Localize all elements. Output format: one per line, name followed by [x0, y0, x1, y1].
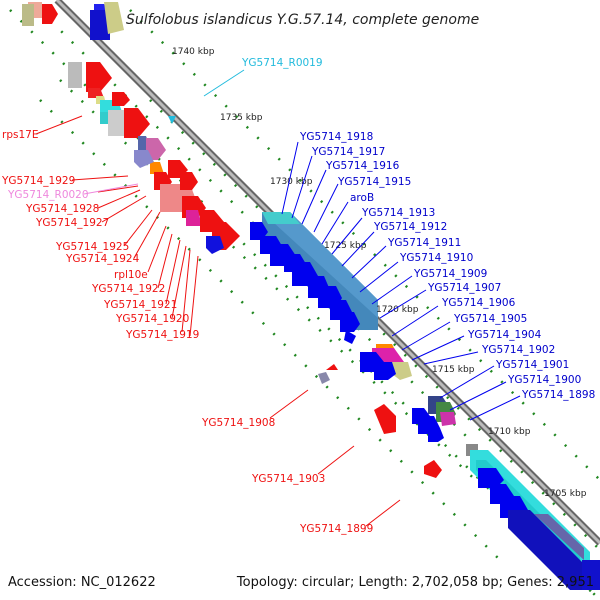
gene-reverse — [86, 62, 112, 92]
gene-forward — [262, 212, 300, 224]
gene-forward — [326, 364, 338, 370]
gene-forward — [134, 150, 154, 168]
label-1899: YG5714_1899 — [299, 523, 373, 535]
gene-reverse — [180, 172, 198, 190]
gene-reverse — [186, 210, 202, 226]
label-aroB: aroB — [350, 192, 374, 204]
gene-reverse — [68, 62, 82, 88]
tick-label-1740: 1740 kbp — [172, 47, 215, 57]
gene-forward — [90, 10, 110, 40]
label-1911: YG5714_1911 — [387, 237, 461, 249]
label-1898: YG5714_1898 — [521, 389, 595, 401]
gene-forward — [392, 362, 412, 380]
gene-forward — [206, 236, 224, 254]
label-1913: YG5714_1913 — [361, 207, 435, 219]
tick-label-1710: 1710 kbp — [488, 427, 531, 437]
label-1918: YG5714_1918 — [299, 131, 373, 143]
label-R0019: YG5714_R0019 — [241, 57, 323, 69]
gene-forward — [262, 212, 378, 318]
label-1924: YG5714_1924 — [65, 253, 140, 265]
gene-forward — [534, 514, 584, 560]
forward-genes-top — [90, 2, 224, 254]
label-1900: YG5714_1900 — [507, 374, 581, 386]
label-1927: YG5714_1927 — [35, 217, 109, 229]
label-1915: YG5714_1915 — [337, 176, 411, 188]
rna-leader-top — [203, 69, 245, 97]
gene-forward — [508, 510, 590, 590]
label-1925: YG5714_1925 — [55, 241, 129, 253]
gene-reverse — [22, 4, 34, 26]
gene-reverse — [146, 138, 166, 160]
forward-genes-middle — [250, 212, 412, 384]
chart-title: Sulfolobus islandicus Y.G.57.14, complet… — [126, 12, 479, 28]
gene-reverse — [88, 88, 104, 98]
gene-forward — [344, 330, 356, 344]
gene-reverse — [124, 108, 150, 138]
label-1922: YG5714_1922 — [91, 283, 165, 295]
label-R0020: YG5714_R0020 — [7, 189, 89, 201]
label-1912: YG5714_1912 — [373, 221, 447, 233]
gene-forward — [428, 428, 444, 442]
tick-label-1735: 1735 kbp — [220, 113, 263, 123]
label-1910: YG5714_1910 — [399, 252, 473, 264]
label-1902: YG5714_1902 — [481, 344, 555, 356]
gene-forward — [340, 312, 360, 332]
reverse-gene-labels — [35, 115, 401, 527]
label-1929: YG5714_1929 — [1, 175, 75, 187]
topology-text: Topology: circular; Length: 2,702,058 bp… — [236, 575, 594, 590]
forward-genes-lower — [412, 396, 600, 590]
label-1909: YG5714_1909 — [413, 268, 487, 280]
label-rpl10e: rpl10e — [114, 269, 148, 281]
gene-reverse — [424, 460, 442, 478]
gene-forward — [582, 560, 600, 590]
label-rps17E: rps17E — [2, 129, 38, 141]
gene-forward — [318, 372, 330, 384]
label-1907: YG5714_1907 — [427, 282, 501, 294]
gene-reverse — [42, 4, 58, 24]
gene-forward — [250, 222, 268, 240]
gene-forward — [168, 116, 176, 124]
tick-label-1720: 1720 kbp — [376, 305, 419, 315]
forward-gene-labels — [281, 141, 521, 421]
gene-reverse — [112, 92, 130, 106]
tick-label-1730: 1730 kbp — [270, 177, 313, 187]
label-1901: YG5714_1901 — [495, 359, 569, 371]
label-1920: YG5714_1920 — [115, 313, 189, 325]
gene-forward — [374, 362, 396, 380]
rna-leader — [83, 183, 139, 195]
reverse-genes-lower — [374, 404, 442, 478]
label-1917: YG5714_1917 — [311, 146, 385, 158]
gene-reverse — [150, 162, 164, 174]
label-1916: YG5714_1916 — [325, 160, 400, 172]
tick-label-1705: 1705 kbp — [544, 489, 587, 499]
tick-guides — [9, 9, 600, 600]
label-1928: YG5714_1928 — [25, 203, 99, 215]
accession-text: Accession: NC_012622 — [8, 575, 156, 590]
gene-reverse — [374, 404, 396, 434]
tick-label-1725: 1725 kbp — [324, 241, 367, 251]
label-1905: YG5714_1905 — [453, 313, 527, 325]
label-1904: YG5714_1904 — [467, 329, 542, 341]
label-1921: YG5714_1921 — [103, 299, 177, 311]
gene-forward — [104, 2, 124, 34]
reverse-genes-top — [22, 2, 240, 250]
gene-forward — [262, 212, 378, 330]
gene-forward — [478, 468, 504, 488]
label-1906: YG5714_1906 — [441, 297, 516, 309]
tick-label-1715: 1715 kbp — [432, 365, 475, 375]
gene-forward — [440, 412, 456, 426]
label-1903: YG5714_1903 — [251, 473, 325, 485]
label-1919: YG5714_1919 — [125, 329, 199, 341]
label-1908: YG5714_1908 — [201, 417, 275, 429]
